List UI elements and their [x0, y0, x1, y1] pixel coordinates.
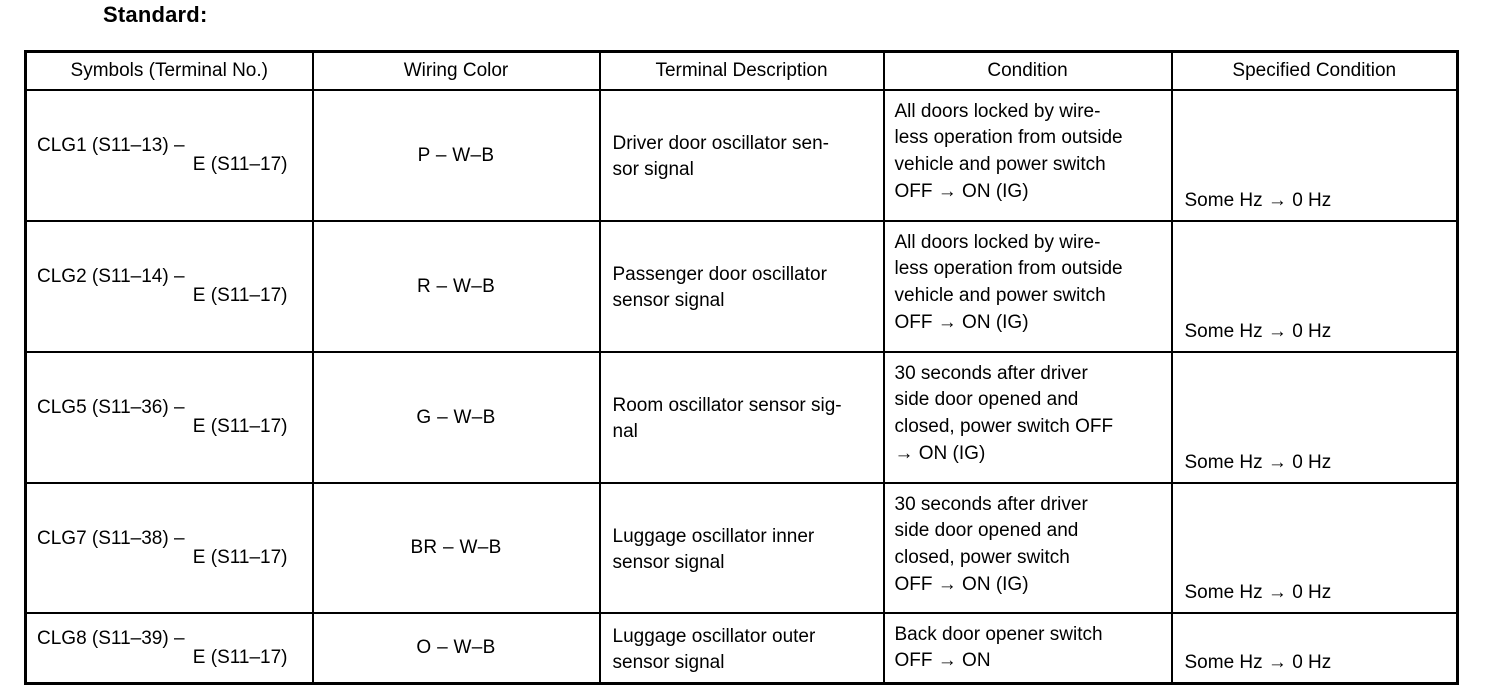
column-header-specified-condition: Specified Condition [1170, 50, 1459, 91]
page-title: Standard: [103, 2, 208, 27]
specified-condition-value: Some Hz → 0 Hz [1184, 581, 1332, 603]
table-row: CLG5 (S11–36) – E (S11–17) G – W–B Room osc… [24, 350, 1459, 484]
cell-symbols: CLG8 (S11–39) – E (S11–17) [24, 611, 314, 685]
table-body: CLG1 (S11–13) – E (S11–17) P – W–B Driver d… [24, 88, 1459, 685]
column-header-symbols: Symbols (Terminal No.) [24, 50, 314, 91]
terminal-description-text: Room oscillator sensor sig-nal [612, 395, 842, 442]
symbol-terminal-ground: E (S11–17) [192, 546, 288, 568]
table-row: CLG1 (S11–13) – E (S11–17) P – W–B Driver d… [24, 88, 1459, 222]
specified-condition-value: Some Hz → 0 Hz [1184, 652, 1332, 673]
table-row: CLG8 (S11–39) – E (S11–17) O – W–B Luggage … [24, 611, 1459, 685]
cell-symbols: CLG5 (S11–36) – E (S11–17) [24, 350, 314, 484]
cell-specified-condition: Some Hz → 0 Hz [1170, 219, 1459, 353]
specified-condition-value: Some Hz → 0 Hz [1184, 451, 1332, 473]
condition-text: All doors locked by wire-less operation … [894, 100, 1123, 203]
cell-wiring-color: P – W–B [311, 88, 601, 222]
cell-wiring-color: G – W–B [311, 350, 601, 484]
symbol-terminal-primary: CLG1 (S11–13) – [37, 135, 185, 156]
cell-wiring-color: R – W–B [311, 219, 601, 353]
standard-specification-table: Symbols (Terminal No.) Wiring Color Term… [24, 50, 1459, 685]
wiring-color-value: R – W–B [416, 275, 496, 297]
terminal-description-text: Driver door oscillator sen-sor signal [612, 133, 829, 180]
cell-terminal-description: Driver door oscillator sen-sor signal [598, 88, 885, 222]
wiring-color-value: P – W–B [417, 144, 495, 166]
symbol-terminal-primary: CLG5 (S11–36) – [37, 397, 185, 418]
wiring-color-value: G – W–B [416, 406, 496, 428]
table-row: CLG7 (S11–38) – E (S11–17) BR – W–B Luggage… [24, 481, 1459, 614]
table-header-row: Symbols (Terminal No.) Wiring Color Term… [24, 50, 1459, 91]
column-header-terminal-description: Terminal Description [598, 50, 885, 91]
cell-specified-condition: Some Hz → 0 Hz [1170, 481, 1459, 614]
cell-specified-condition: Some Hz → 0 Hz [1170, 88, 1459, 222]
symbol-terminal-ground: E (S11–17) [192, 154, 288, 175]
cell-condition: All doors locked by wire-less operation … [882, 219, 1173, 353]
column-header-wiring-color: Wiring Color [311, 50, 601, 91]
symbol-terminal-ground: E (S11–17) [192, 416, 288, 437]
cell-wiring-color: O – W–B [311, 611, 601, 685]
symbol-terminal-primary: CLG7 (S11–38) – [37, 527, 185, 549]
cell-terminal-description: Room oscillator sensor sig-nal [598, 350, 885, 484]
cell-specified-condition: Some Hz → 0 Hz [1170, 350, 1459, 484]
condition-text: All doors locked by wire-less operation … [894, 231, 1123, 334]
symbol-terminal-ground: E (S11–17) [192, 646, 288, 668]
cell-wiring-color: BR – W–B [311, 481, 601, 614]
wiring-color-value: O – W–B [416, 637, 496, 659]
cell-symbols: CLG7 (S11–38) – E (S11–17) [24, 481, 314, 614]
column-header-condition: Condition [882, 50, 1173, 91]
symbol-terminal-ground: E (S11–17) [192, 285, 288, 306]
table-row: CLG2 (S11–14) – E (S11–17) R – W–B Passenge… [24, 219, 1459, 353]
wiring-color-value: BR – W–B [410, 537, 502, 558]
cell-condition: All doors locked by wire-less operation … [882, 88, 1173, 222]
cell-symbols: CLG1 (S11–13) – E (S11–17) [24, 88, 314, 222]
specified-condition-value: Some Hz → 0 Hz [1184, 320, 1332, 342]
table-header: Symbols (Terminal No.) Wiring Color Term… [24, 50, 1459, 91]
specified-condition-value: Some Hz → 0 Hz [1184, 189, 1332, 211]
cell-symbols: CLG2 (S11–14) – E (S11–17) [24, 219, 314, 353]
symbol-terminal-primary: CLG2 (S11–14) – [37, 266, 185, 287]
cell-specified-condition: Some Hz → 0 Hz [1170, 611, 1459, 685]
symbol-terminal-primary: CLG8 (S11–39) – [37, 627, 185, 649]
